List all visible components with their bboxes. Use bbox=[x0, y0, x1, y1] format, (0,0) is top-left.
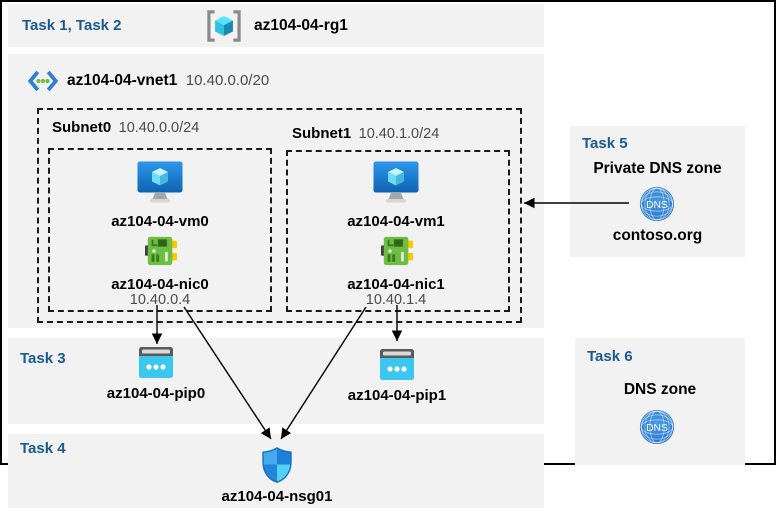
pip1-label: az104-04-pip1 bbox=[347, 387, 447, 404]
task6-box: Task 6 DNS zone DNS bbox=[575, 338, 745, 465]
nic1-ip: 10.40.1.4 bbox=[365, 292, 427, 308]
resource-group-label: az104-04-rg1 bbox=[254, 16, 348, 34]
vnet-cidr: 10.40.0.0/20 bbox=[185, 72, 270, 89]
nsg-shield-icon bbox=[262, 447, 292, 483]
task5-zone-name: contoso.org bbox=[612, 227, 703, 244]
pip0-label: az104-04-pip0 bbox=[106, 385, 206, 402]
resource-group-icon bbox=[206, 9, 242, 42]
task12-label: Task 1, Task 2 bbox=[22, 17, 122, 34]
nic0-label: az104-04-nic0 bbox=[111, 276, 209, 293]
nsg-label: az104-04-nsg01 bbox=[221, 488, 333, 505]
vm0-label: az104-04-vm0 bbox=[111, 213, 209, 230]
vm1-icon bbox=[373, 161, 419, 203]
subnet0-name: Subnet0 bbox=[52, 119, 112, 136]
task3-band bbox=[8, 338, 544, 424]
vnet-header: az104-04-vnet1 10.40.0.0/20 bbox=[28, 68, 269, 94]
svg-text:DNS: DNS bbox=[646, 423, 668, 434]
vm1-label: az104-04-vm1 bbox=[347, 213, 445, 230]
vnet-icon bbox=[28, 68, 58, 94]
task5-box: Task 5 Private DNS zone DNS contoso.org bbox=[570, 126, 745, 257]
subnet0-box bbox=[48, 148, 272, 312]
dns-private-icon: DNS bbox=[639, 186, 675, 222]
vm0-icon bbox=[137, 161, 183, 203]
pip0-icon bbox=[139, 347, 173, 378]
dns-public-icon: DNS bbox=[639, 409, 675, 445]
subnets-container bbox=[37, 108, 522, 323]
subnet1-cidr: 10.40.1.0/24 bbox=[358, 126, 440, 142]
subnet1-name: Subnet1 bbox=[292, 125, 352, 142]
subnet1-box bbox=[286, 150, 510, 312]
nic0-icon bbox=[145, 236, 177, 266]
svg-text:DNS: DNS bbox=[646, 200, 668, 211]
pip1-icon bbox=[380, 349, 414, 380]
task6-title: DNS zone bbox=[623, 381, 697, 398]
task3-label: Task 3 bbox=[20, 350, 66, 367]
subnet0-label: Subnet0 10.40.0.0/24 bbox=[52, 119, 199, 137]
nic1-icon bbox=[381, 236, 413, 266]
task12-band: Task 1, Task 2 az104-04-rg1 bbox=[8, 4, 544, 47]
task4-label: Task 4 bbox=[20, 440, 66, 457]
subnet1-label: Subnet1 10.40.1.0/24 bbox=[292, 125, 439, 143]
task6-label: Task 6 bbox=[587, 348, 633, 365]
vnet-box bbox=[8, 54, 544, 328]
subnet0-cidr: 10.40.0.0/24 bbox=[118, 120, 200, 136]
resource-group: az104-04-rg1 bbox=[206, 4, 348, 47]
nic1-label: az104-04-nic1 bbox=[347, 276, 445, 293]
task5-title: Private DNS zone bbox=[593, 160, 722, 177]
vnet-name: az104-04-vnet1 bbox=[67, 72, 178, 89]
nic0-ip: 10.40.0.4 bbox=[129, 292, 191, 308]
task5-label: Task 5 bbox=[582, 135, 628, 152]
